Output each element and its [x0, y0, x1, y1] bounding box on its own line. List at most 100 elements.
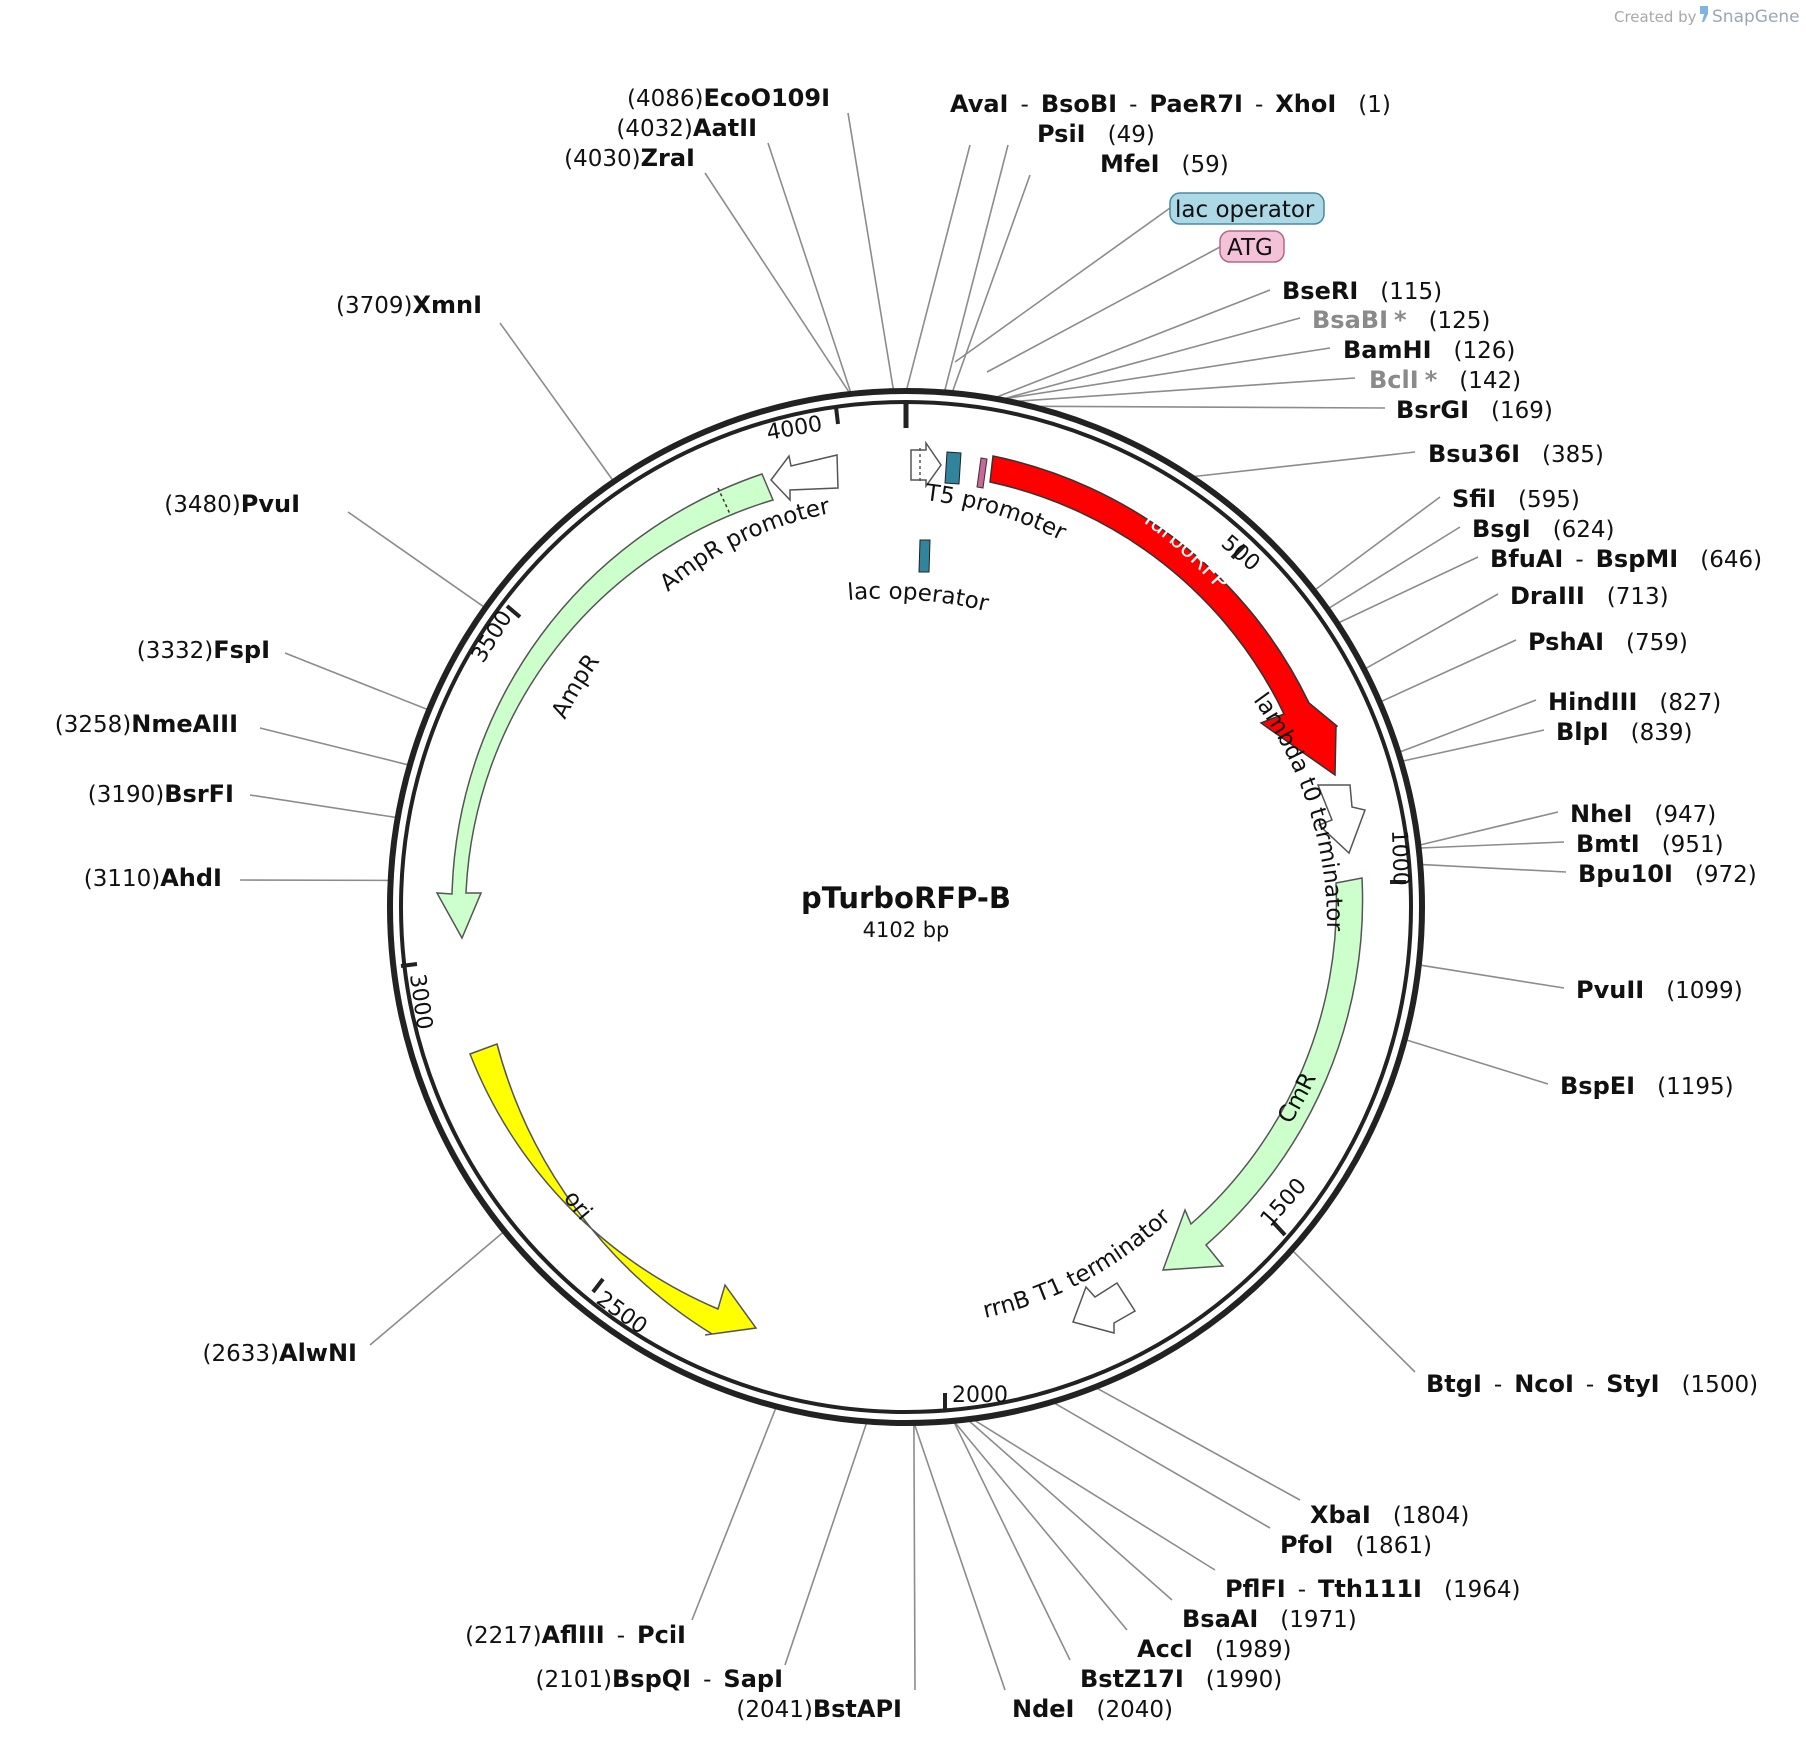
- tick-label-4000: 4000: [765, 412, 824, 446]
- site-label-bsrgi[interactable]: BsrGI(169): [1396, 396, 1553, 424]
- cut-position: (1099): [1666, 978, 1742, 1004]
- site-label-ahdi[interactable]: (3110)AhdI: [84, 864, 222, 892]
- enzyme-name: BtgI: [1426, 1370, 1482, 1398]
- lac-operator-chip[interactable]: [1169, 192, 1325, 225]
- tick-label-2500: 2500: [591, 1287, 651, 1340]
- site-label-pfoi[interactable]: PfoI(1861): [1280, 1531, 1432, 1559]
- cut-position: (827): [1659, 690, 1721, 716]
- plasmid-name: pTurboRFP-B: [801, 881, 1011, 915]
- rrnb-t1-terminator-feature[interactable]: [1072, 1281, 1137, 1334]
- cut-position: (1990): [1206, 1667, 1282, 1693]
- site-label-bseri[interactable]: BseRI(115): [1282, 277, 1442, 305]
- t5-promoter-feature[interactable]: [910, 440, 942, 489]
- lambda-t0-terminator-feature[interactable]: [1316, 784, 1367, 855]
- enzyme-name: ZraI: [641, 144, 695, 172]
- site-label-bsaai[interactable]: BsaAI(1971): [1182, 1605, 1357, 1633]
- site-label-bsrfi[interactable]: (3190)BsrFI: [88, 780, 234, 808]
- site-label-sfii[interactable]: SfiI(595): [1452, 485, 1580, 513]
- site-label-bmti[interactable]: BmtI(951): [1576, 830, 1724, 858]
- site-label-bcli[interactable]: BclI*(142): [1369, 366, 1521, 394]
- site-label-draiii[interactable]: DraIII(713): [1510, 582, 1669, 610]
- site-leader-bspei: [1406, 1039, 1549, 1085]
- site-label-afliii[interactable]: (2217)AflIII-PciI: [465, 1621, 686, 1649]
- site-label-bpu10i[interactable]: Bpu10I(972): [1578, 860, 1757, 888]
- enzyme-name: DraIII: [1510, 582, 1585, 610]
- lac-operator-reverse-feature[interactable]: [918, 539, 931, 573]
- cut-position: (839): [1631, 720, 1693, 746]
- site-label-acci[interactable]: AccI(1989): [1137, 1635, 1291, 1663]
- cut-position: (3190): [88, 782, 164, 808]
- enzyme-name: BmtI: [1576, 830, 1640, 858]
- site-label-hindiii[interactable]: HindIII(827): [1548, 688, 1721, 716]
- tick-500: [1230, 543, 1247, 560]
- cut-position: (4032): [616, 116, 692, 142]
- site-label-alwni[interactable]: (2633)AlwNI: [203, 1339, 357, 1367]
- cmr-feature[interactable]: [1161, 877, 1364, 1271]
- site-label-bsu36i[interactable]: Bsu36I(385): [1428, 440, 1604, 468]
- tick-4000: [834, 406, 840, 425]
- site-leader-bsaai: [968, 1420, 1173, 1601]
- separator: *: [1425, 366, 1438, 394]
- ampr-feature[interactable]: [435, 473, 775, 940]
- ampr-promoter-feature[interactable]: [770, 454, 839, 502]
- ampr-promoter-boundary: [717, 487, 731, 515]
- cut-position: (1195): [1657, 1074, 1733, 1100]
- plasmid-size: 4102 bp: [863, 918, 950, 942]
- cut-position: (49): [1108, 122, 1155, 148]
- site-leader-ecoo109i: [847, 112, 895, 390]
- site-leader-bseri: [996, 289, 1271, 398]
- site-label-bstapi[interactable]: (2041)BstAPI: [736, 1695, 902, 1723]
- site-label-bamhi[interactable]: BamHI(126): [1343, 336, 1515, 364]
- cut-position: (2101): [536, 1667, 612, 1693]
- enzyme-name: BseRI: [1282, 277, 1358, 305]
- site-label-ecoo109i[interactable]: (4086)EcoO109I: [627, 84, 830, 112]
- site-label-psii[interactable]: PsiI(49): [1037, 120, 1155, 148]
- site-label-pflfi[interactable]: PflFI-Tth111I(1964): [1225, 1575, 1520, 1603]
- site-leader-bsu36i: [1194, 451, 1416, 478]
- ori-feature[interactable]: [469, 1043, 758, 1336]
- site-label-ndei[interactable]: NdeI(2040): [1012, 1695, 1173, 1723]
- cut-position: (3709): [336, 293, 412, 319]
- turborfp-feature[interactable]: [989, 455, 1339, 777]
- site-label-pshai[interactable]: PshAI(759): [1528, 628, 1688, 656]
- site-label-zrai[interactable]: (4030)ZraI: [564, 144, 695, 172]
- site-label-bsgi[interactable]: BsgI(624): [1472, 515, 1615, 543]
- atg-chip[interactable]: [1219, 230, 1285, 263]
- site-label-pvui[interactable]: (3480)PvuI: [164, 490, 300, 518]
- cut-position: (3480): [164, 492, 240, 518]
- site-label-blpi[interactable]: BlpI(839): [1556, 718, 1693, 746]
- atg-chip-label: ATG: [1227, 235, 1273, 261]
- atg-feature[interactable]: [976, 457, 988, 489]
- enzyme-name: XmnI: [412, 291, 482, 319]
- site-label-avai[interactable]: AvaI-BsoBI-PaeR7I-XhoI(1): [950, 90, 1391, 118]
- site-label-fspi[interactable]: (3332)FspI: [137, 636, 270, 664]
- site-label-mfei[interactable]: MfeI(59): [1100, 150, 1229, 178]
- cut-position: (125): [1429, 308, 1491, 334]
- site-label-xbai[interactable]: XbaI(1804): [1310, 1501, 1469, 1529]
- site-label-btgi[interactable]: BtgI-NcoI-StyI(1500): [1426, 1370, 1758, 1398]
- site-label-bspqi[interactable]: (2101)BspQI-SapI: [536, 1665, 783, 1693]
- cut-position: (947): [1654, 802, 1716, 828]
- site-leader-pflfi: [974, 1419, 1216, 1571]
- site-label-xmni[interactable]: (3709)XmnI: [336, 291, 482, 319]
- site-label-aatii[interactable]: (4032)AatII: [616, 114, 757, 142]
- site-label-pvuii[interactable]: PvuII(1099): [1576, 976, 1743, 1004]
- site-leader-nmeaiii: [259, 727, 409, 766]
- ampr-label: AmpR: [547, 649, 605, 722]
- site-label-bsabi[interactable]: BsaBI*(125): [1312, 306, 1490, 334]
- site-label-bstz17i[interactable]: BstZ17I(1990): [1080, 1665, 1282, 1693]
- enzyme-name: PciI: [637, 1621, 686, 1649]
- lac-operator-feature[interactable]: [944, 451, 962, 485]
- separator: -: [1298, 1577, 1306, 1603]
- enzyme-name: Bpu10I: [1578, 860, 1673, 888]
- site-label-bfuai[interactable]: BfuAI-BspMI(646): [1490, 545, 1762, 573]
- enzyme-name: EcoO109I: [703, 84, 830, 112]
- site-label-bspei[interactable]: BspEI(1195): [1560, 1072, 1734, 1100]
- site-label-nmeaiii[interactable]: (3258)NmeAIII: [55, 710, 238, 738]
- cut-position: (1861): [1355, 1533, 1431, 1559]
- site-label-nhei[interactable]: NheI(947): [1570, 800, 1716, 828]
- cut-position: (4030): [564, 146, 640, 172]
- site-leader-alwni: [369, 1231, 504, 1346]
- site-leader-bspqi: [784, 1423, 868, 1666]
